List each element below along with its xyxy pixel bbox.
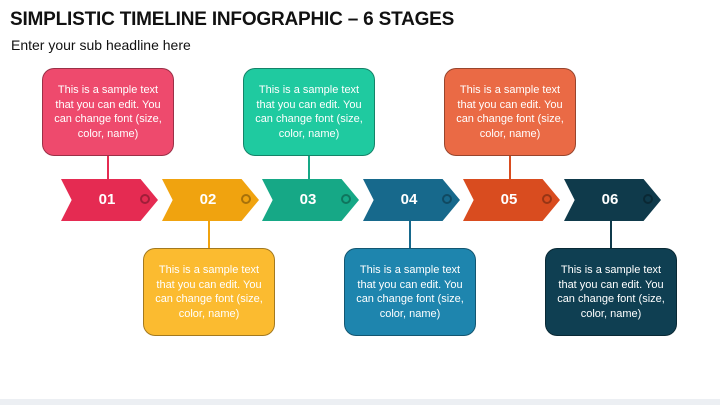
stage-06-connector xyxy=(610,220,612,249)
stage-02-ring-icon xyxy=(241,194,251,204)
stage-02-connector xyxy=(208,220,210,249)
stage-02-number: 02 xyxy=(199,191,217,208)
stage-06-textbox[interactable]: This is a sample text that you can edit.… xyxy=(545,248,677,336)
page-title: SIMPLISTIC TIMELINE INFOGRAPHIC – 6 STAG… xyxy=(10,9,455,30)
stage-06-ring-icon xyxy=(643,194,653,204)
stage-02-arrow: 02 xyxy=(162,179,259,221)
bottom-bar xyxy=(0,399,720,405)
stage-03-textbox[interactable]: This is a sample text that you can edit.… xyxy=(243,68,375,156)
stage-02-textbox[interactable]: This is a sample text that you can edit.… xyxy=(143,248,275,336)
stage-01-number: 01 xyxy=(98,191,116,208)
stage-04-ring-icon xyxy=(442,194,452,204)
stage-03-connector xyxy=(308,155,310,181)
stage-03-ring-icon xyxy=(341,194,351,204)
stage-05-textbox[interactable]: This is a sample text that you can edit.… xyxy=(444,68,576,156)
stage-05-connector xyxy=(509,155,511,181)
stage-04-connector xyxy=(409,220,411,249)
stage-01-connector xyxy=(107,155,109,181)
stage-04-number: 04 xyxy=(400,191,418,208)
stage-06-number: 06 xyxy=(601,191,619,208)
stage-03-number: 03 xyxy=(299,191,317,208)
stage-04-textbox[interactable]: This is a sample text that you can edit.… xyxy=(344,248,476,336)
stage-06-arrow: 06 xyxy=(564,179,661,221)
stage-01-textbox[interactable]: This is a sample text that you can edit.… xyxy=(42,68,174,156)
stage-05-ring-icon xyxy=(542,194,552,204)
page-subtitle: Enter your sub headline here xyxy=(11,37,191,53)
stage-05-number: 05 xyxy=(500,191,518,208)
stage-01-ring-icon xyxy=(140,194,150,204)
